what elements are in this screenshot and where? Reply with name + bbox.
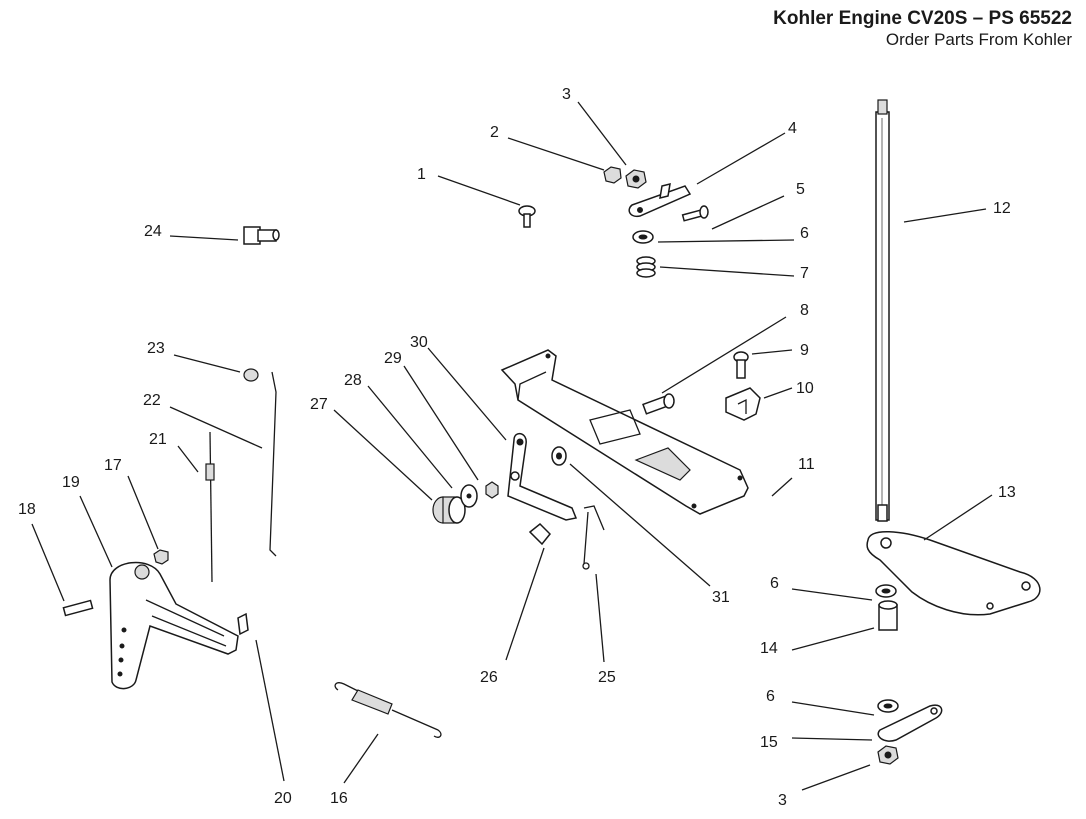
part-5-screw xyxy=(681,205,709,222)
part-6-washer-upper xyxy=(875,584,897,598)
part-10-clip xyxy=(725,387,761,421)
part-31-washer xyxy=(551,446,567,466)
callout-7: 7 xyxy=(800,265,809,282)
part-3-nut-lower xyxy=(877,745,899,765)
part-22-rod xyxy=(269,371,277,557)
diagram-header: Kohler Engine CV20S – PS 65522 Order Par… xyxy=(773,8,1072,49)
diagram-subtitle: Order Parts From Kohler xyxy=(885,29,1072,49)
part-11-bracket xyxy=(500,349,749,515)
callout-12: 12 xyxy=(993,200,1011,217)
callout-10: 10 xyxy=(796,380,814,397)
part-6-washer-top xyxy=(632,230,654,244)
part-16-spring xyxy=(334,682,442,738)
part-27-bushing xyxy=(432,496,466,524)
part-4-bracket xyxy=(628,182,692,218)
callout-20: 20 xyxy=(274,790,292,807)
part-13-plate xyxy=(866,531,1041,616)
callout-23: 23 xyxy=(147,340,165,357)
callout-11: 11 xyxy=(798,456,815,473)
part-12-shaft xyxy=(875,99,890,522)
callout-3-bottom: 3 xyxy=(778,792,787,809)
callout-18: 18 xyxy=(18,501,36,518)
part-29-nut xyxy=(485,481,499,499)
part-1-screw xyxy=(518,205,536,228)
callout-15: 15 xyxy=(760,734,778,751)
part-17-nut xyxy=(153,549,169,565)
part-24-plug xyxy=(243,226,280,245)
callout-31: 31 xyxy=(712,589,730,606)
callout-17: 17 xyxy=(104,457,122,474)
callout-13: 13 xyxy=(998,484,1016,501)
callout-1: 1 xyxy=(417,166,426,183)
part-8-screw xyxy=(642,393,675,415)
part-21-rod xyxy=(205,431,215,583)
part-15-arm xyxy=(877,704,943,742)
callout-2: 2 xyxy=(490,124,499,141)
callout-16: 16 xyxy=(330,790,348,807)
callout-24: 24 xyxy=(144,223,162,240)
callout-4: 4 xyxy=(788,120,797,137)
part-18-screw xyxy=(62,599,94,617)
leader-lines xyxy=(31,101,993,791)
callout-22: 22 xyxy=(143,392,161,409)
callout-19: 19 xyxy=(62,474,80,491)
callout-5: 5 xyxy=(796,181,805,198)
callout-28: 28 xyxy=(344,372,362,389)
part-3-nut-upper xyxy=(625,169,647,189)
part-7-spring xyxy=(636,256,656,278)
callout-25: 25 xyxy=(598,669,616,686)
part-19-lever xyxy=(109,561,239,690)
callout-21: 21 xyxy=(149,431,167,448)
part-25-link xyxy=(582,505,605,570)
callout-14: 14 xyxy=(760,640,778,657)
callout-30: 30 xyxy=(410,334,428,351)
part-20-clip xyxy=(237,612,249,636)
callout-6-low: 6 xyxy=(766,688,775,705)
callout-26: 26 xyxy=(480,669,498,686)
callout-9: 9 xyxy=(800,342,809,359)
part-28-washer xyxy=(460,484,478,508)
callout-numbers: 1 2 3 4 5 6 7 8 9 10 11 12 13 6 14 6 15 … xyxy=(18,86,1016,809)
callout-6-top: 6 xyxy=(800,225,809,242)
callout-29: 29 xyxy=(384,350,402,367)
part-2-nut xyxy=(603,166,622,184)
diagram-title: Kohler Engine CV20S – PS 65522 xyxy=(773,8,1072,29)
part-30-lever xyxy=(507,432,578,521)
part-6-washer-lower xyxy=(877,699,899,713)
callout-3-top: 3 xyxy=(562,86,571,103)
part-23-bushing xyxy=(243,368,259,382)
part-14-spacer xyxy=(878,600,898,631)
part-26-clip xyxy=(528,522,552,546)
callout-27: 27 xyxy=(310,396,328,413)
callout-8: 8 xyxy=(800,302,809,319)
callout-6-mid: 6 xyxy=(770,575,779,592)
part-9-screw xyxy=(733,351,749,379)
